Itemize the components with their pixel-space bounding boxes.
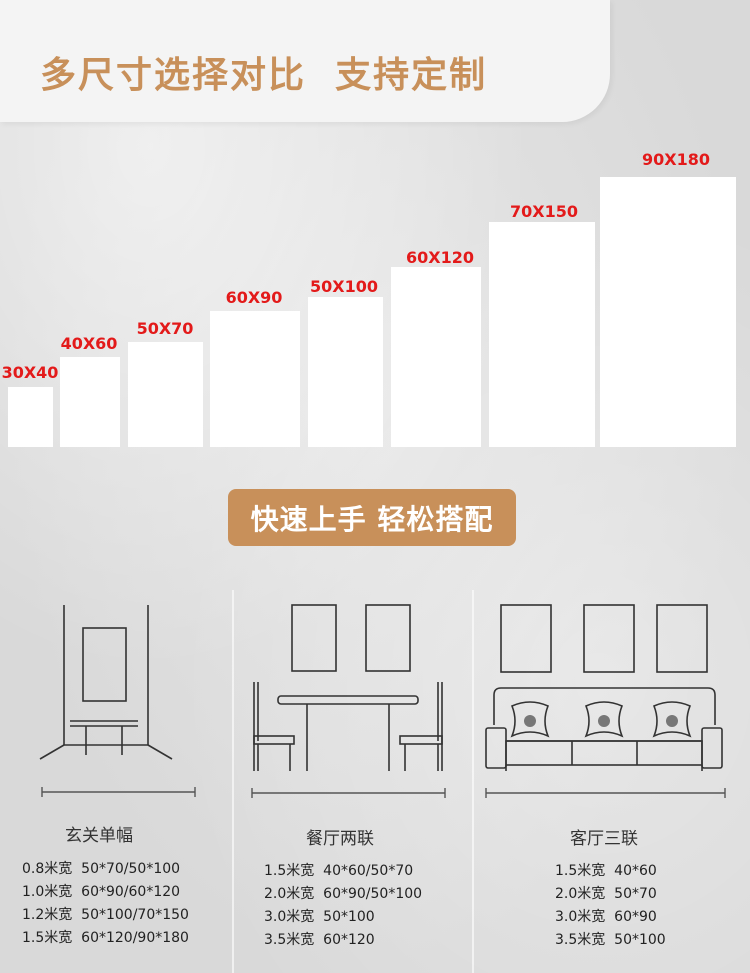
scene-title-dining: 餐厅两联 <box>306 829 374 849</box>
size-label-30x40: 30X40 <box>1 363 59 382</box>
size-label-70x150: 70X150 <box>510 202 578 221</box>
spec-sizes: 40*60/50*70 <box>323 863 414 879</box>
spec-sizes: 50*100 <box>323 909 375 925</box>
size-box-70x150 <box>489 222 595 447</box>
spec-list-entryway: 0.8米宽 50*70/50*100 1.0米宽 60*90/60*120 1.… <box>22 858 189 950</box>
spec-row: 3.0米宽 60*90 <box>555 906 666 929</box>
spec-row: 1.5米宽 60*120/90*180 <box>22 927 189 950</box>
size-box-30x40 <box>8 387 53 447</box>
size-box-60x120 <box>391 267 481 447</box>
spec-sizes: 60*120/90*180 <box>81 930 189 946</box>
dining-illustration <box>245 595 455 805</box>
spec-sizes: 50*100/70*150 <box>81 907 189 923</box>
header-panel <box>0 0 610 122</box>
spec-row: 2.0米宽 50*70 <box>555 883 666 906</box>
spec-row: 1.5米宽 40*60 <box>555 860 666 883</box>
size-box-60x90 <box>210 311 300 447</box>
size-label-40x60: 40X60 <box>60 334 118 353</box>
spec-row: 1.5米宽 40*60/50*70 <box>264 860 422 883</box>
spec-list-dining: 1.5米宽 40*60/50*70 2.0米宽 60*90/50*100 3.0… <box>264 860 422 952</box>
spec-row: 1.0米宽 60*90/60*120 <box>22 881 189 904</box>
spec-sizes: 60*120 <box>323 932 375 948</box>
spec-row: 2.0米宽 60*90/50*100 <box>264 883 422 906</box>
size-label-60x120: 60X120 <box>406 248 474 267</box>
spec-width: 3.0米宽 <box>264 909 315 925</box>
spec-width: 1.2米宽 <box>22 907 73 923</box>
page-title: 多尺寸选择对比 支持定制 <box>40 55 488 96</box>
spec-sizes: 40*60 <box>614 863 657 879</box>
spec-width: 1.5米宽 <box>264 863 315 879</box>
spec-sizes: 60*90 <box>614 909 657 925</box>
scene-title-living-room: 客厅三联 <box>570 829 638 849</box>
size-label-50x70: 50X70 <box>136 319 194 338</box>
spec-sizes: 60*90/60*120 <box>81 884 181 900</box>
spec-width: 1.0米宽 <box>22 884 73 900</box>
spec-sizes: 60*90/50*100 <box>323 886 423 902</box>
spec-width: 2.0米宽 <box>264 886 315 902</box>
spec-width: 1.5米宽 <box>555 863 606 879</box>
column-divider <box>472 590 474 973</box>
spec-width: 0.8米宽 <box>22 861 73 877</box>
size-label-50x100: 50X100 <box>310 277 378 296</box>
size-box-90x180 <box>600 177 736 447</box>
size-label-90x180: 90X180 <box>642 150 710 169</box>
scene-title-entryway: 玄关单幅 <box>65 826 133 846</box>
spec-row: 1.2米宽 50*100/70*150 <box>22 904 189 927</box>
size-box-40x60 <box>60 357 120 447</box>
spec-row: 3.0米宽 50*100 <box>264 906 422 929</box>
size-label-60x90: 60X90 <box>225 288 283 307</box>
spec-width: 2.0米宽 <box>555 886 606 902</box>
column-divider <box>232 590 234 973</box>
entryway-illustration <box>30 595 210 805</box>
spec-row: 3.5米宽 50*100 <box>555 929 666 952</box>
spec-width: 3.5米宽 <box>264 932 315 948</box>
size-box-50x100 <box>308 297 383 447</box>
spec-sizes: 50*70/50*100 <box>81 861 181 877</box>
spec-row: 0.8米宽 50*70/50*100 <box>22 858 189 881</box>
living-room-illustration <box>482 595 732 805</box>
spec-row: 3.5米宽 60*120 <box>264 929 422 952</box>
spec-width: 3.0米宽 <box>555 909 606 925</box>
spec-list-living-room: 1.5米宽 40*60 2.0米宽 50*70 3.0米宽 60*90 3.5米… <box>555 860 666 952</box>
spec-width: 1.5米宽 <box>22 930 73 946</box>
spec-sizes: 50*70 <box>614 886 657 902</box>
spec-sizes: 50*100 <box>614 932 666 948</box>
size-box-50x70 <box>128 342 203 447</box>
spec-width: 3.5米宽 <box>555 932 606 948</box>
feature-pill: 快速上手 轻松搭配 <box>228 489 516 546</box>
